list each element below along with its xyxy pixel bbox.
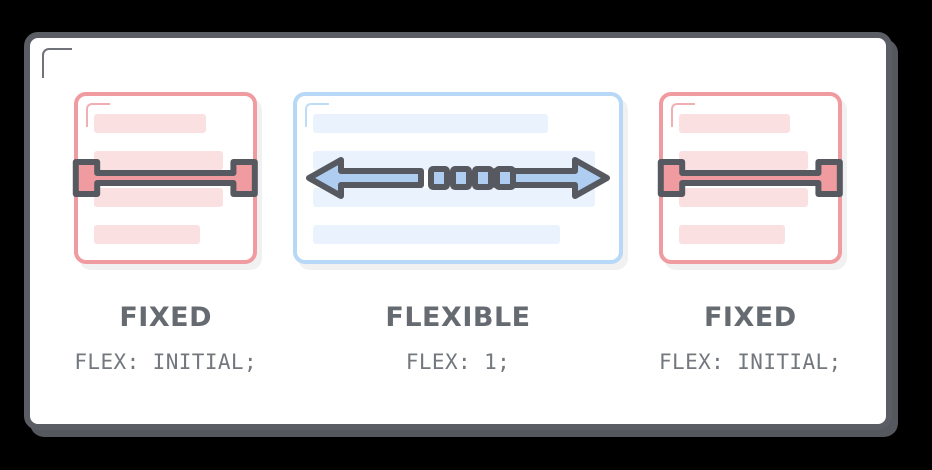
placeholder-line: [679, 151, 809, 170]
columns-row: FIXED FLEX: INITIAL;: [30, 38, 886, 424]
placeholder-lines: [663, 96, 838, 260]
panel-right-fixed[interactable]: [659, 92, 842, 264]
placeholder-line: [679, 188, 809, 207]
placeholder-line: [94, 188, 224, 207]
placeholder-line: [679, 114, 791, 133]
placeholder-lines: [297, 96, 619, 260]
corner-bracket-icon: [671, 103, 695, 127]
panel-center-flexible[interactable]: [293, 92, 623, 264]
column-center-flexible[interactable]: FLEXIBLE FLEX: 1;: [293, 92, 623, 374]
placeholder-line: [94, 114, 206, 133]
placeholder-line: [313, 225, 560, 244]
placeholder-line: [313, 188, 596, 207]
caption-title: FIXED: [703, 302, 797, 333]
caption-code: FLEX: INITIAL;: [659, 350, 842, 374]
placeholder-line: [313, 151, 596, 170]
placeholder-line: [94, 151, 224, 170]
corner-bracket-icon: [86, 103, 111, 127]
column-right-fixed[interactable]: FIXED FLEX: INITIAL;: [659, 92, 842, 374]
placeholder-line: [679, 225, 785, 244]
caption-title: FLEXIBLE: [385, 302, 531, 333]
outer-container-card: FIXED FLEX: INITIAL;: [24, 32, 892, 430]
caption-code: FLEX: 1;: [405, 350, 511, 374]
placeholder-line: [313, 114, 549, 133]
panel-left-fixed[interactable]: [74, 92, 257, 264]
caption-code: FLEX: INITIAL;: [74, 350, 257, 374]
caption-title: FIXED: [119, 302, 213, 333]
placeholder-lines: [78, 96, 253, 260]
column-left-fixed[interactable]: FIXED FLEX: INITIAL;: [74, 92, 257, 374]
placeholder-line: [94, 225, 200, 244]
corner-bracket-icon: [305, 103, 329, 127]
